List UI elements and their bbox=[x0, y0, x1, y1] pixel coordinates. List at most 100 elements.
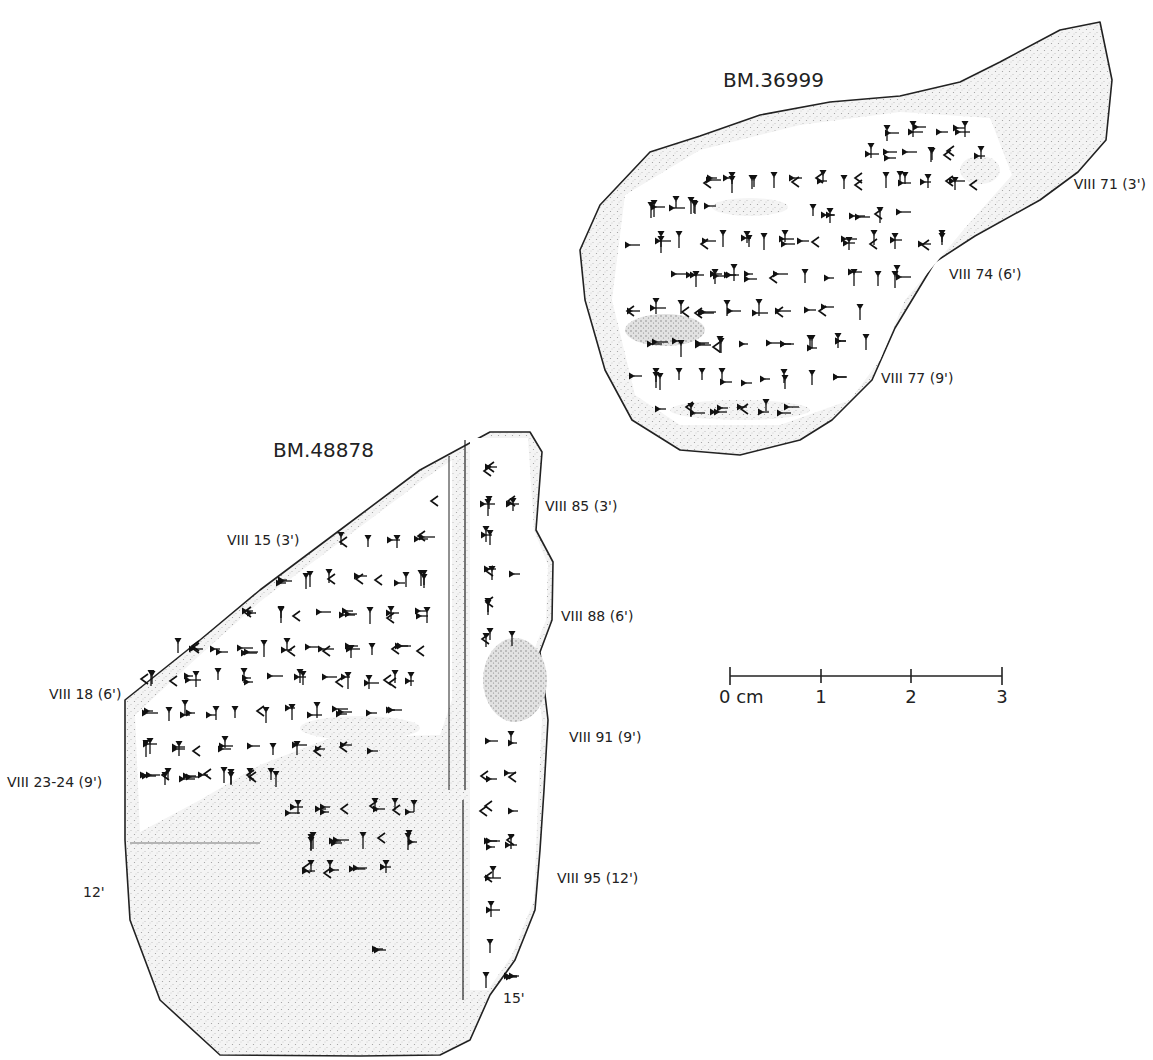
wedge bbox=[272, 675, 283, 676]
wedge bbox=[490, 906, 491, 917]
wedge bbox=[484, 466, 491, 476]
wedge bbox=[513, 810, 518, 811]
wedge bbox=[336, 842, 342, 843]
wedge bbox=[690, 408, 691, 417]
wedge bbox=[341, 713, 347, 714]
wedge bbox=[215, 648, 220, 649]
wedge bbox=[826, 306, 834, 307]
wedge bbox=[485, 638, 486, 647]
wedge bbox=[840, 340, 846, 341]
wedge bbox=[742, 406, 747, 407]
wedge bbox=[351, 648, 360, 649]
wedge bbox=[340, 537, 341, 545]
wedge bbox=[177, 746, 185, 747]
wedge bbox=[371, 648, 372, 655]
line-number: VIII 85 (3') bbox=[544, 498, 618, 515]
wedge bbox=[903, 182, 911, 183]
wedge bbox=[690, 202, 691, 214]
wedge bbox=[896, 270, 897, 277]
wedge bbox=[221, 651, 228, 652]
wedge bbox=[901, 211, 911, 212]
wedge bbox=[855, 180, 862, 190]
wedge bbox=[392, 539, 400, 540]
line-number: VIII 15 (3') bbox=[226, 532, 300, 549]
wedge bbox=[691, 200, 698, 206]
wedge bbox=[725, 381, 732, 382]
wedge bbox=[709, 205, 716, 206]
line-number: VIII 71 (3') bbox=[1073, 176, 1147, 193]
wedge bbox=[399, 582, 405, 583]
line-number: 12' bbox=[82, 884, 106, 901]
wedge bbox=[676, 273, 687, 274]
wedge bbox=[420, 575, 421, 586]
wedge bbox=[749, 273, 753, 274]
wedge bbox=[224, 741, 225, 748]
wedge bbox=[223, 772, 224, 783]
wedge bbox=[192, 643, 199, 653]
wedge bbox=[714, 274, 715, 284]
wedge bbox=[295, 806, 303, 807]
line-number: VIII 74 (6') bbox=[948, 266, 1022, 283]
wedge bbox=[362, 837, 363, 849]
wedge bbox=[749, 278, 757, 279]
wedge bbox=[394, 675, 395, 683]
wedge bbox=[249, 772, 256, 782]
wedge bbox=[385, 866, 391, 867]
wedge bbox=[320, 748, 325, 749]
line-number: VIII 95 (12') bbox=[556, 870, 639, 887]
wedge bbox=[485, 503, 495, 504]
wedge bbox=[980, 151, 981, 159]
wedge bbox=[870, 239, 877, 249]
wedge bbox=[396, 540, 397, 548]
wedge bbox=[812, 347, 817, 348]
wedge bbox=[485, 531, 486, 542]
wedge bbox=[195, 676, 196, 687]
wedge bbox=[895, 239, 902, 240]
wedge bbox=[509, 772, 516, 773]
wedge bbox=[168, 712, 169, 721]
wedge bbox=[885, 177, 886, 188]
wedge bbox=[299, 674, 300, 683]
wedge bbox=[358, 867, 367, 868]
wedge bbox=[888, 151, 897, 152]
wedge bbox=[377, 948, 383, 949]
wedge bbox=[947, 146, 954, 156]
wedge bbox=[305, 578, 306, 589]
wedge bbox=[272, 748, 273, 755]
wedge bbox=[149, 710, 153, 711]
wedge bbox=[184, 705, 185, 715]
wedge bbox=[372, 750, 378, 751]
wedge bbox=[680, 345, 681, 357]
wedge bbox=[309, 576, 310, 587]
wedge bbox=[368, 680, 369, 689]
wedge bbox=[149, 743, 150, 754]
wedge bbox=[509, 772, 516, 782]
wedge bbox=[204, 769, 211, 779]
wedge bbox=[340, 537, 347, 547]
wedge bbox=[731, 274, 739, 275]
wedge bbox=[288, 646, 295, 656]
scale-bar bbox=[730, 667, 1002, 685]
wedge bbox=[785, 343, 791, 344]
wedge bbox=[345, 744, 352, 745]
wedge bbox=[203, 774, 208, 775]
wedge bbox=[242, 647, 253, 648]
wedge bbox=[765, 404, 766, 411]
wedge bbox=[321, 611, 331, 612]
wedge bbox=[164, 777, 165, 785]
wedge bbox=[741, 404, 748, 414]
wedge bbox=[677, 340, 681, 341]
wedge bbox=[325, 811, 329, 812]
wedge bbox=[802, 240, 809, 241]
wedge bbox=[356, 574, 363, 584]
wedge bbox=[853, 271, 862, 272]
wedge bbox=[141, 674, 148, 684]
wedge bbox=[701, 239, 708, 249]
wedge bbox=[678, 236, 679, 248]
wedge bbox=[786, 243, 795, 244]
wedge bbox=[655, 307, 666, 308]
wedge bbox=[894, 238, 895, 249]
wedge bbox=[655, 303, 656, 314]
wedge bbox=[819, 306, 826, 316]
